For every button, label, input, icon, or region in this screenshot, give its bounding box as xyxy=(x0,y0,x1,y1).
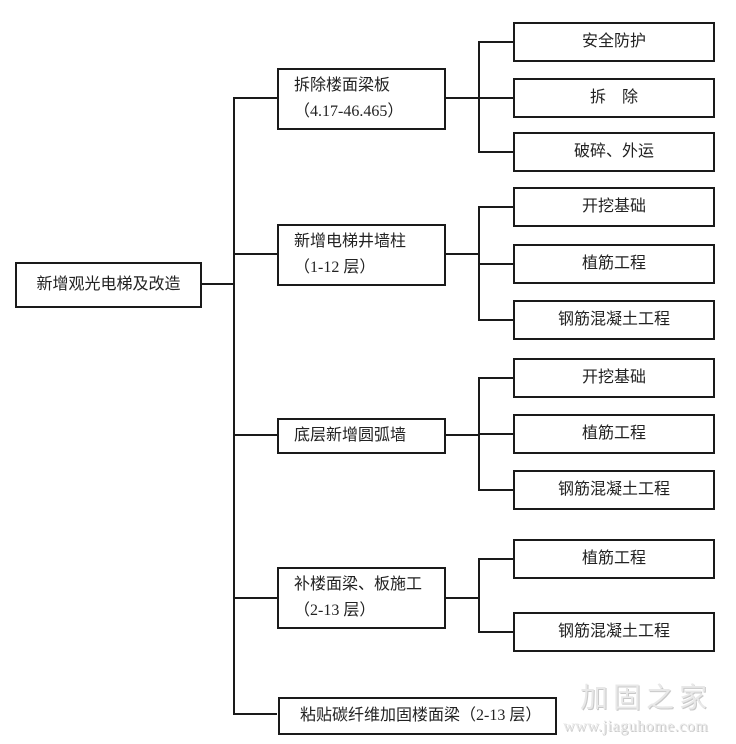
connector-branch-2-right xyxy=(444,253,480,255)
leaf-node: 钢筋混凝土工程 xyxy=(513,300,715,340)
connector-leaf-3-1 xyxy=(478,377,514,379)
leaf-label: 钢筋混凝土工程 xyxy=(557,481,670,498)
leaf-node: 开挖基础 xyxy=(513,358,715,398)
leaf-label: 钢筋混凝土工程 xyxy=(557,623,670,640)
branch-1-label: 拆除楼面梁板 xyxy=(294,77,391,94)
connector-leaf-2-2 xyxy=(478,263,514,265)
branch-2-sublabel: （1-12 层） xyxy=(294,259,376,276)
leaf-node: 拆 除 xyxy=(513,78,715,118)
branch-2-label: 新增电梯井墙柱 xyxy=(294,233,407,250)
branch-5-label: 粘贴碳纤维加固楼面梁（2-13 层） xyxy=(300,707,542,724)
leaf-label: 钢筋混凝土工程 xyxy=(557,311,670,328)
leaf-label: 植筋工程 xyxy=(581,255,646,272)
connector-trunk-branch-1 xyxy=(233,97,277,99)
leaf-label: 拆 除 xyxy=(589,89,638,106)
branch-4-sublabel: （2-13 层） xyxy=(294,602,376,619)
root-node: 新增观光电梯及改造 xyxy=(15,262,202,308)
connector-leaf-4-1 xyxy=(478,558,514,560)
leaf-label: 植筋工程 xyxy=(581,425,646,442)
branch-node-2: 新增电梯井墙柱 （1-12 层） xyxy=(277,224,446,286)
connector-leaf-2-1 xyxy=(478,206,514,208)
connector-leaf-3-3 xyxy=(478,489,514,491)
branch-3-label: 底层新增圆弧墙 xyxy=(294,427,407,444)
connector-trunk-branch-5 xyxy=(233,713,277,715)
branch-4-label: 补楼面梁、板施工 xyxy=(294,576,423,593)
leaf-node: 植筋工程 xyxy=(513,244,715,284)
leaf-node: 钢筋混凝土工程 xyxy=(513,612,715,652)
branch-node-3: 底层新增圆弧墙 xyxy=(277,418,446,454)
connector-root-to-trunk xyxy=(202,283,233,285)
connector-branch-4-right xyxy=(444,597,480,599)
connector-trunk-branch-4 xyxy=(233,597,277,599)
leaf-label: 开挖基础 xyxy=(581,198,646,215)
leaf-node: 开挖基础 xyxy=(513,187,715,227)
connector-branch-1-right xyxy=(444,97,480,99)
leaf-label: 植筋工程 xyxy=(581,550,646,567)
connector-leaf-3-2 xyxy=(478,433,514,435)
branch-1-sublabel: （4.17-46.465） xyxy=(294,103,404,120)
leaf-label: 开挖基础 xyxy=(581,369,646,386)
leaf-node: 安全防护 xyxy=(513,22,715,62)
connector-branch-3-right xyxy=(444,434,480,436)
trunk-line xyxy=(233,97,235,715)
connector-leaf-1-2 xyxy=(478,97,514,99)
leaf-node: 植筋工程 xyxy=(513,539,715,579)
leaf-label: 安全防护 xyxy=(581,33,646,50)
connector-leaf-1-1 xyxy=(478,41,514,43)
leaf-node: 破碎、外运 xyxy=(513,132,715,172)
connector-trunk-branch-2 xyxy=(233,253,277,255)
branch-node-5: 粘贴碳纤维加固楼面梁（2-13 层） xyxy=(278,697,557,735)
group-4-vertical-line xyxy=(478,558,480,633)
connector-leaf-4-2 xyxy=(478,631,514,633)
branch-node-1: 拆除楼面梁板 （4.17-46.465） xyxy=(277,68,446,130)
leaf-label: 破碎、外运 xyxy=(573,143,654,160)
connector-leaf-1-3 xyxy=(478,151,514,153)
watermark-title: 加固之家 xyxy=(580,683,713,714)
leaf-node: 钢筋混凝土工程 xyxy=(513,470,715,510)
watermark-url: www.jiaguhome.com xyxy=(563,718,709,735)
connector-trunk-branch-3 xyxy=(233,434,277,436)
branch-node-4: 补楼面梁、板施工 （2-13 层） xyxy=(277,567,446,629)
connector-leaf-2-3 xyxy=(478,319,514,321)
root-node-label: 新增观光电梯及改造 xyxy=(36,276,181,293)
leaf-node: 植筋工程 xyxy=(513,414,715,454)
